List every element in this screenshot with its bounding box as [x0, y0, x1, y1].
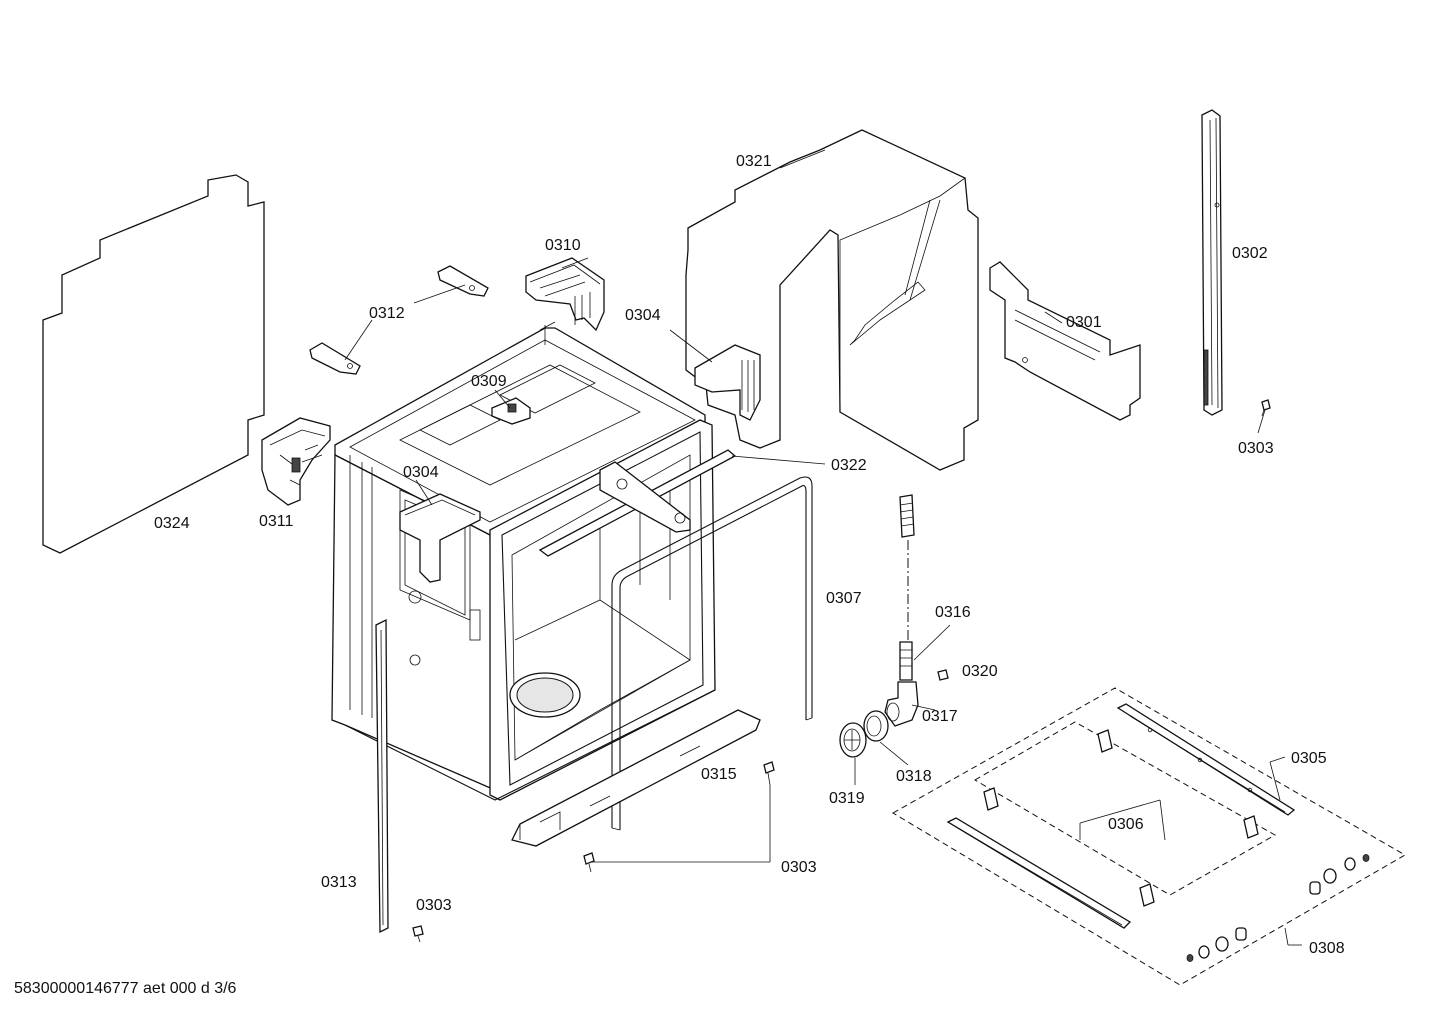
- top-bracket-part: [525, 257, 605, 332]
- elbow-fitting-part: [884, 681, 919, 727]
- screw-part-middle: [583, 761, 775, 873]
- label-0304-upper: 0304: [625, 307, 661, 324]
- label-0322: 0322: [831, 457, 867, 474]
- label-0305: 0305: [1291, 750, 1327, 767]
- vertical-strip-part-right: [1201, 109, 1223, 416]
- label-0320: 0320: [962, 663, 998, 680]
- drawing-reference-code: 58300000146777 aet 000 d 3/6: [14, 980, 237, 997]
- vertical-strip-part-left: [375, 618, 389, 934]
- leveling-assembly: [892, 687, 1407, 986]
- label-0318: 0318: [896, 768, 932, 785]
- label-0303-lower: 0303: [416, 897, 452, 914]
- label-0316: 0316: [935, 604, 971, 621]
- leveling-feet-left: [1186, 927, 1247, 962]
- door-seal-part: [611, 476, 813, 831]
- label-0301: 0301: [1066, 314, 1102, 331]
- part-labels: 0321 0302 0310 0312 0304 0301 0309 0303 …: [154, 153, 1345, 957]
- small-screw-part: [937, 669, 949, 681]
- side-bracket-part-upper: [694, 344, 761, 421]
- label-0315: 0315: [701, 766, 737, 783]
- label-0310: 0310: [545, 237, 581, 254]
- label-0311: 0311: [259, 513, 294, 530]
- clip-part-upper: [437, 265, 489, 297]
- label-0317: 0317: [922, 708, 958, 725]
- top-clip-part: [491, 397, 531, 425]
- label-0313: 0313: [321, 874, 357, 891]
- label-0309: 0309: [471, 373, 507, 390]
- label-0307: 0307: [826, 590, 862, 607]
- label-0304-lower: 0304: [403, 464, 439, 481]
- label-0321: 0321: [736, 153, 772, 170]
- side-bracket-part-lower: [399, 493, 481, 583]
- base-plate-part: [511, 709, 761, 847]
- label-0308: 0308: [1309, 940, 1345, 957]
- screw-part-right: [1261, 399, 1271, 417]
- label-0302: 0302: [1232, 245, 1268, 262]
- dishwasher-tub: [331, 321, 716, 801]
- corner-bracket-part: [261, 417, 331, 506]
- angled-panel-part: [989, 261, 1141, 421]
- clip-part-lower: [309, 342, 361, 375]
- label-0312: 0312: [369, 305, 405, 322]
- label-0303-right: 0303: [1238, 440, 1274, 457]
- insulation-cover-part: [685, 129, 979, 471]
- cap-part: [839, 722, 867, 758]
- label-0319: 0319: [829, 790, 865, 807]
- nut-ring-part: [863, 710, 889, 742]
- label-0306: 0306: [1108, 816, 1144, 833]
- leader-lines: [344, 149, 1302, 946]
- side-panel-part: [42, 174, 265, 554]
- label-0324: 0324: [154, 515, 190, 532]
- leveling-feet-right: [1309, 854, 1370, 895]
- hose-part: [899, 494, 915, 681]
- label-0303-middle: 0303: [781, 859, 817, 876]
- screw-part-lower: [412, 925, 424, 943]
